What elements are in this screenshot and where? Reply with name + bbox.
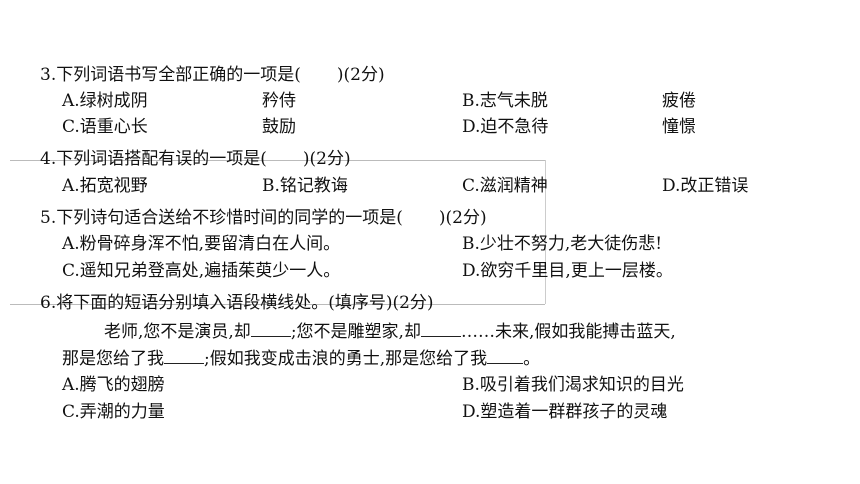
- q6-option-b[interactable]: B.吸引着我们渴求知识的目光: [462, 375, 684, 395]
- q3-stem-tail: )(2分): [336, 65, 385, 85]
- q4-option-d[interactable]: D.改正错误: [662, 176, 749, 196]
- question-6-stem: 6.将下面的短语分别填入语段横线处。(填序号)(2分): [40, 293, 434, 313]
- q6-blank-2[interactable]: [420, 320, 461, 337]
- q6-para1-part-b: ;您不是雕塑家,却: [290, 322, 421, 342]
- q6-option-c[interactable]: C.弄潮的力量: [62, 402, 165, 422]
- q3-stem-text: 3.下列词语书写全部正确的一项是(: [40, 65, 301, 85]
- q6-para2-part-a: 那是您给了我: [62, 349, 164, 369]
- q5-stem-text: 5.下列诗句适合送给不珍惜时间的同学的一项是(: [40, 208, 403, 228]
- question-3-stem: 3.下列词语书写全部正确的一项是( )(2分): [40, 64, 385, 86]
- q6-paragraph-line-2: 那是您给了我 ;假如我变成击浪的勇士,那是您给了我 。: [62, 347, 540, 370]
- question-5-stem: 5.下列诗句适合送给不珍惜时间的同学的一项是( )(2分): [40, 207, 487, 229]
- q6-option-d[interactable]: D.塑造着一群群孩子的灵魂: [462, 402, 668, 422]
- q6-para2-part-b: ;假如我变成击浪的勇士,那是您给了我: [204, 349, 488, 369]
- q6-blank-1[interactable]: [250, 320, 291, 337]
- q5-option-a[interactable]: A.粉骨碎身浑不怕,要留清白在人间。: [62, 234, 341, 254]
- question-4-stem: 4.下列词语搭配有误的一项是( )(2分): [40, 148, 351, 170]
- q4-option-c[interactable]: C.滋润精神: [462, 176, 548, 196]
- scan-rule-top: [10, 160, 545, 161]
- q3-option-c[interactable]: C.语重心长: [62, 117, 148, 137]
- q6-para1-part-a: 老师,您不是演员,却: [104, 322, 251, 342]
- q3-option-b[interactable]: B.志气未脱: [462, 91, 548, 111]
- q3-option-b-word2: 疲倦: [662, 91, 696, 111]
- q4-option-a[interactable]: A.拓宽视野: [62, 176, 148, 196]
- q6-para2-part-c: 。: [523, 349, 541, 369]
- q4-stem-text: 4.下列词语搭配有误的一项是(: [40, 149, 267, 169]
- q6-option-a[interactable]: A.腾飞的翅膀: [62, 375, 165, 395]
- q6-para1-part-c: ……未来,假如我能搏击蓝天,: [460, 322, 676, 342]
- q3-option-d[interactable]: D.迫不急待: [462, 117, 549, 137]
- q5-option-d[interactable]: D.欲穷千里目,更上一层楼。: [462, 261, 673, 281]
- q3-option-c-word2: 鼓励: [262, 117, 296, 137]
- scan-rule-vertical: [545, 160, 546, 304]
- q4-stem-tail: )(2分): [302, 149, 351, 169]
- q5-stem-tail: )(2分): [438, 208, 487, 228]
- q3-option-a-word2: 矜侍: [262, 91, 296, 111]
- scan-rule-bottom: [10, 304, 545, 305]
- q6-blank-4[interactable]: [487, 347, 524, 364]
- q6-paragraph-line-1: 老师,您不是演员,却 ;您不是雕塑家,却 ……未来,假如我能搏击蓝天,: [104, 320, 676, 343]
- q6-blank-3[interactable]: [164, 347, 204, 364]
- q3-option-d-word2: 憧憬: [662, 117, 696, 137]
- q4-option-b[interactable]: B.铭记教诲: [262, 176, 348, 196]
- q5-option-c[interactable]: C.遥知兄弟登高处,遍插茱萸少一人。: [62, 261, 341, 281]
- q3-option-a[interactable]: A.绿树成阴: [62, 91, 148, 111]
- q5-option-b[interactable]: B.少壮不努力,老大徒伤悲!: [462, 234, 663, 254]
